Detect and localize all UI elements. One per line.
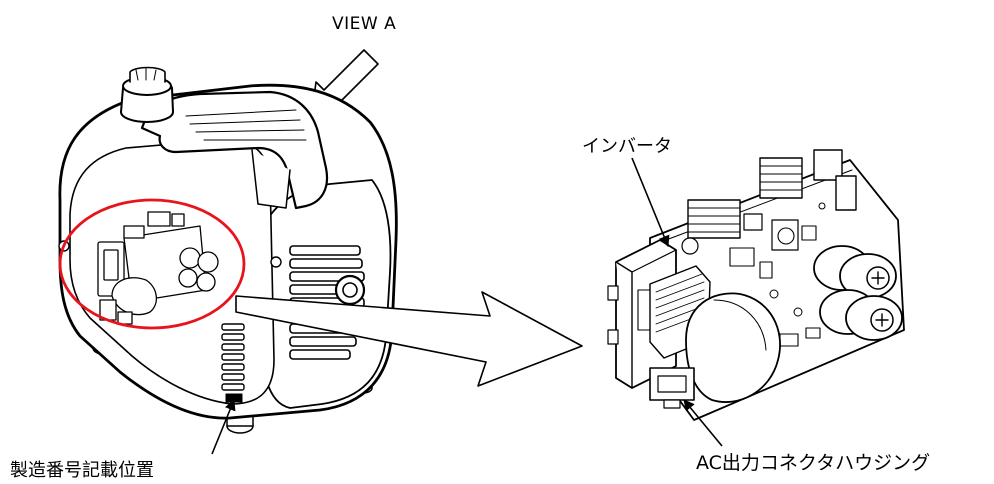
serial-leader [211, 398, 236, 455]
serial-number-location-label: 製造番号記載位置 [10, 460, 154, 481]
inverter-label: インバータ [582, 136, 672, 157]
connector-leader [683, 399, 723, 447]
inverter-leader [631, 157, 670, 248]
callout-arrow [235, 291, 583, 387]
view-a-label: VIEW A [332, 14, 397, 34]
ac-connector-housing-label: AC出力コネクタハウジング [696, 452, 931, 474]
inverter-illustration [607, 149, 905, 421]
highlight-ellipse [58, 198, 246, 330]
generator-illustration [58, 66, 398, 434]
